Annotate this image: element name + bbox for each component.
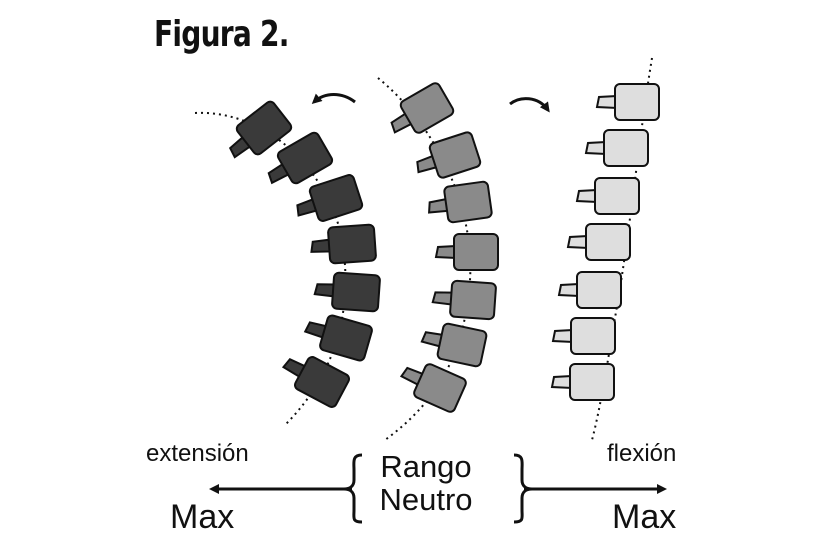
flexion-vertebra [595, 83, 660, 121]
extension-vertebrae-column [228, 100, 381, 408]
flexion-vertebrae-column [550, 83, 660, 401]
max-flexion-label: Max [612, 498, 677, 536]
extension-vertebra [303, 314, 373, 362]
neutral-vertebra [416, 131, 482, 179]
flexion-label: flexión [607, 440, 677, 467]
left-brace-icon [343, 453, 363, 524]
extension-vertebra [313, 271, 381, 313]
neutral-vertebrae-column [390, 82, 499, 413]
figure-title: Figura 2. [154, 14, 289, 55]
right-brace-icon [513, 453, 533, 524]
neutral-vertebra [431, 279, 497, 321]
neutral-range-label: Rango Neutro [379, 449, 473, 517]
flexion-vertebra [566, 223, 631, 261]
extension-vertebra [267, 131, 334, 185]
neutral-vertebra [399, 363, 467, 413]
rotate-right-arrow-icon [509, 97, 550, 113]
flexion-vertebra [584, 129, 649, 167]
extension-vertebra [281, 356, 350, 408]
flexion-vertebra [557, 271, 622, 309]
rotate-left-arrow-icon [311, 93, 356, 105]
flexion-vertebra [575, 177, 640, 215]
max-extension-label: Max [170, 498, 235, 536]
flexion-vertebra [551, 317, 616, 355]
neutral-vertebra [420, 322, 488, 368]
extension-vertebra [310, 223, 377, 265]
extension-vertebra [296, 174, 364, 222]
neutral-vertebra [390, 82, 455, 134]
neutral-vertebra [428, 180, 493, 224]
flexion-vertebra [550, 363, 615, 401]
extension-vertebra [228, 100, 293, 159]
neutral-vertebra [434, 233, 499, 271]
extension-label: extensión [146, 440, 249, 467]
